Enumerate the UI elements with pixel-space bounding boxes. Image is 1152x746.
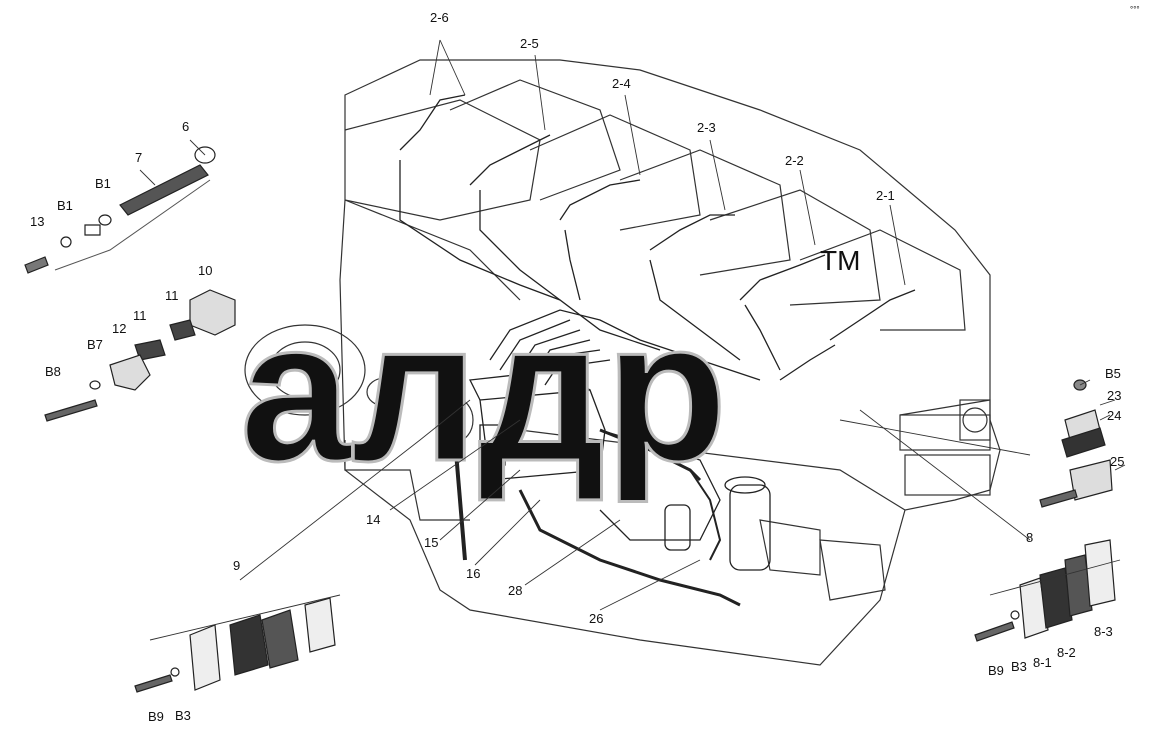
corner-mark: °°° <box>1130 5 1140 14</box>
banjo-bolt-assembly <box>24 146 216 274</box>
label-16: 16 <box>466 566 480 581</box>
leader-lines <box>139 39 1126 641</box>
label-2-2: 2-2 <box>785 153 804 168</box>
label-2-5: 2-5 <box>520 36 539 51</box>
label-24: 24 <box>1107 408 1121 423</box>
label-11-b: 11 <box>133 308 147 323</box>
label-14: 14 <box>366 512 380 527</box>
label-b3-b: B3 <box>1011 659 1027 674</box>
label-2-4: 2-4 <box>612 76 631 91</box>
part-labels: 2-6 2-5 2-4 2-3 2-2 2-1 6 7 B1 B1 13 10 … <box>30 10 1124 724</box>
label-b1-b: B1 <box>57 198 73 213</box>
label-b9-a: B9 <box>148 709 164 724</box>
label-2-1: 2-1 <box>876 188 895 203</box>
label-b9-b: B9 <box>988 663 1004 678</box>
label-b1-a: B1 <box>95 176 111 191</box>
label-2-6: 2-6 <box>430 10 449 25</box>
label-15: 15 <box>424 535 438 550</box>
label-7: 7 <box>135 150 142 165</box>
label-25: 25 <box>1110 454 1124 469</box>
label-23: 23 <box>1107 388 1121 403</box>
label-10: 10 <box>198 263 212 278</box>
label-9: 9 <box>233 558 240 573</box>
label-8-2: 8-2 <box>1057 645 1076 660</box>
label-12: 12 <box>112 321 126 336</box>
label-11-a: 11 <box>165 288 179 303</box>
clamp-assembly-8 <box>974 539 1116 642</box>
clamp-assembly-left <box>44 289 236 422</box>
label-8-3: 8-3 <box>1094 624 1113 639</box>
injector-lines <box>399 94 916 391</box>
fuel-hoses <box>453 428 741 607</box>
label-b5: B5 <box>1105 366 1121 381</box>
clamp-assembly-9 <box>134 597 336 693</box>
watermark-logo: алдр <box>240 280 727 503</box>
label-8: 8 <box>1026 530 1033 545</box>
clamp-assembly-right <box>1039 379 1113 508</box>
label-26: 26 <box>589 611 603 626</box>
injection-pump <box>469 369 771 571</box>
label-28: 28 <box>508 583 522 598</box>
label-13: 13 <box>30 214 44 229</box>
label-8-1: 8-1 <box>1033 655 1052 670</box>
engine-block <box>244 59 1001 666</box>
label-b3-a: B3 <box>175 708 191 723</box>
label-b8: B8 <box>45 364 61 379</box>
label-6: 6 <box>182 119 189 134</box>
label-2-3: 2-3 <box>697 120 716 135</box>
watermark-trademark: TM <box>820 245 860 276</box>
label-b7: B7 <box>87 337 103 352</box>
